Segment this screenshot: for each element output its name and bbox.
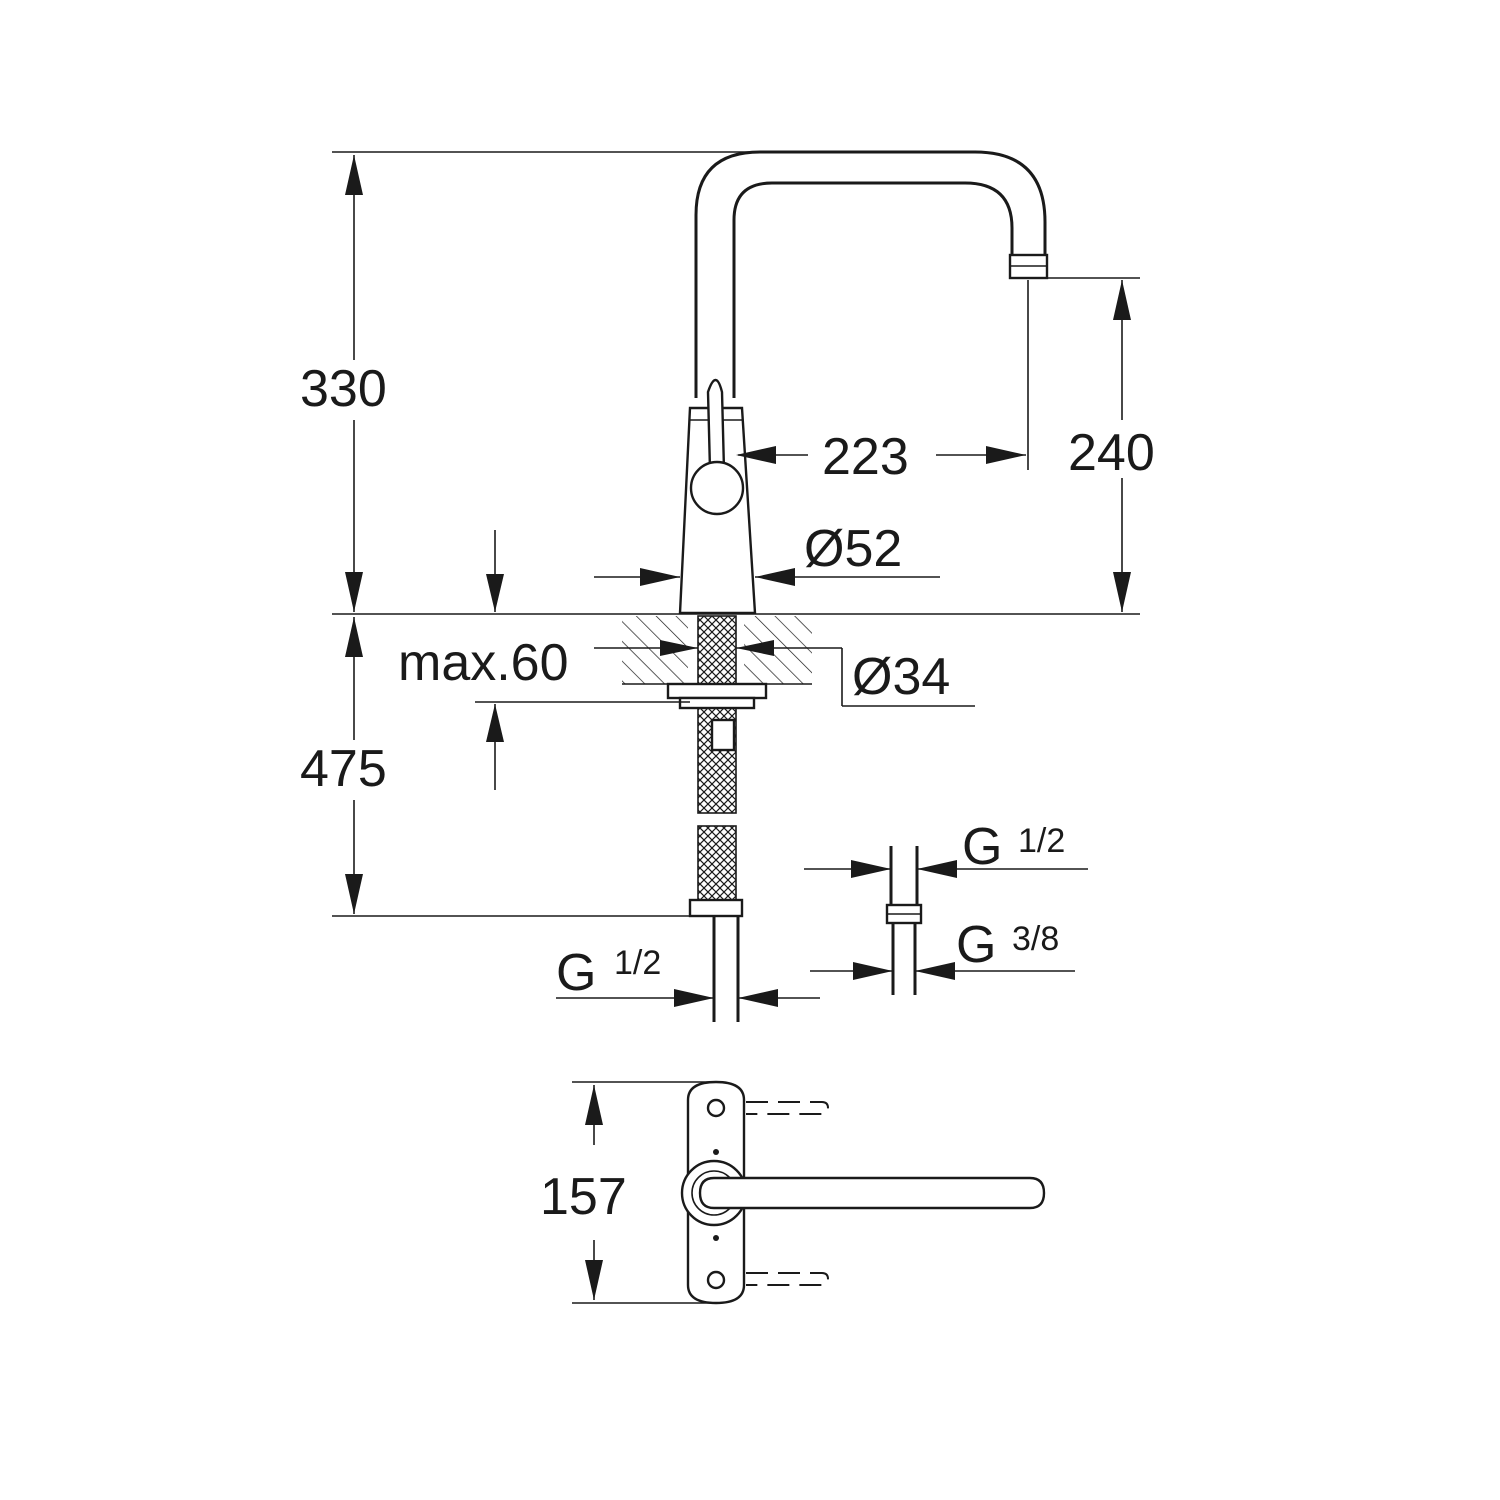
hose-ferrule: [688, 898, 744, 918]
mounting-shank: [697, 615, 737, 697]
svg-text:G: G: [956, 916, 996, 974]
lever-pivot: [689, 460, 745, 516]
label-total-height: 330: [300, 360, 387, 418]
label-thread-hose: G 1/2: [556, 944, 661, 1002]
lever-top-view: [698, 1176, 1046, 1210]
label-body-diameter: Ø52: [804, 520, 902, 578]
lever-handle: [706, 378, 726, 472]
label-max-deck: max.60: [398, 634, 569, 692]
hose-lower: [697, 825, 737, 903]
dimension-lines: [332, 151, 1140, 1007]
label-handle-depth: 157: [540, 1168, 627, 1226]
label-hose-length: 475: [300, 740, 387, 798]
fixing-nut: [666, 682, 768, 700]
mount-hole-bottom: [706, 1270, 726, 1290]
label-thread-adapter-top: G 1/2: [962, 818, 1065, 876]
label-spout-height: 240: [1068, 424, 1155, 482]
label-spout-reach: 223: [822, 428, 909, 486]
svg-text:3/8: 3/8: [1012, 920, 1059, 958]
thread-adapter: [804, 846, 1088, 995]
mount-hole-top: [706, 1098, 726, 1118]
svg-text:1/2: 1/2: [614, 944, 661, 982]
svg-text:1/2: 1/2: [1018, 822, 1065, 860]
faucet-top-view: [572, 1080, 1046, 1305]
dimension-labels: 330 223 240 Ø52 max.60 Ø34 475 157 G 1/2…: [300, 360, 1155, 1226]
spout-inner: [732, 181, 1014, 398]
label-hole-diameter: Ø34: [852, 648, 950, 706]
faucet-side-view: [622, 150, 1049, 1022]
svg-text:G: G: [962, 818, 1002, 876]
spout-outline: [694, 150, 1047, 398]
label-thread-adapter-bottom: G 3/8: [956, 916, 1059, 974]
svg-text:G: G: [556, 944, 596, 1002]
